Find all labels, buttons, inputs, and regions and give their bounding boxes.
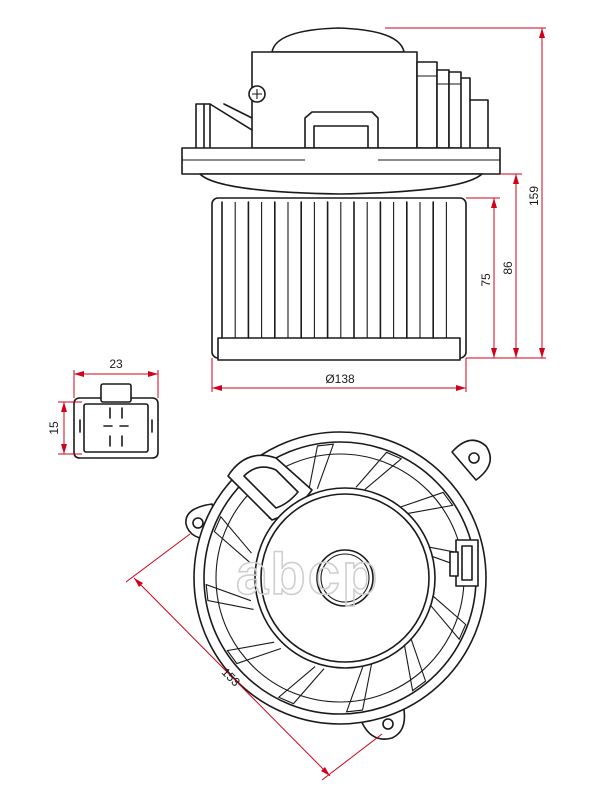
motor-cap xyxy=(271,27,405,53)
top-view xyxy=(185,431,492,740)
watermark-logo: abcp xyxy=(236,542,379,607)
housing-spoke xyxy=(403,636,427,692)
flange-skirt xyxy=(199,173,483,195)
dimension-connector-width: 23 xyxy=(109,357,123,371)
connector-view xyxy=(73,383,159,459)
housing-spoke xyxy=(226,641,282,665)
housing-spoke xyxy=(355,451,403,490)
dimension-height-total: 159 xyxy=(527,186,541,206)
mount-ear-top-right xyxy=(451,439,492,481)
dimension-diameter: Ø138 xyxy=(325,372,355,386)
housing-spoke xyxy=(213,515,252,563)
left-bracket xyxy=(195,103,253,149)
housing-spoke xyxy=(307,443,335,492)
connector-dimensions: 23 15 xyxy=(47,357,159,455)
housing-spoke xyxy=(205,583,254,611)
housing-spoke xyxy=(345,664,373,713)
fan-wheel xyxy=(211,197,467,361)
dimension-connector-height: 15 xyxy=(47,421,61,435)
connector-block xyxy=(416,61,489,149)
side-view-dimensions: 159 86 75 Ø138 xyxy=(211,27,546,392)
dimension-height-mid: 86 xyxy=(501,261,515,275)
side-view xyxy=(181,27,501,361)
housing-spoke xyxy=(428,593,467,641)
housing-spoke xyxy=(277,666,325,705)
housing-spoke xyxy=(398,491,454,515)
motor-center xyxy=(316,549,374,607)
side-socket xyxy=(449,539,479,587)
dimension-height-wheel: 75 xyxy=(479,273,493,287)
mounting-flange xyxy=(181,147,501,175)
